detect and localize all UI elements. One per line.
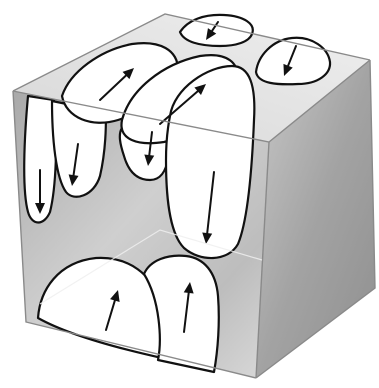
domain-front-center-long: [166, 66, 254, 258]
